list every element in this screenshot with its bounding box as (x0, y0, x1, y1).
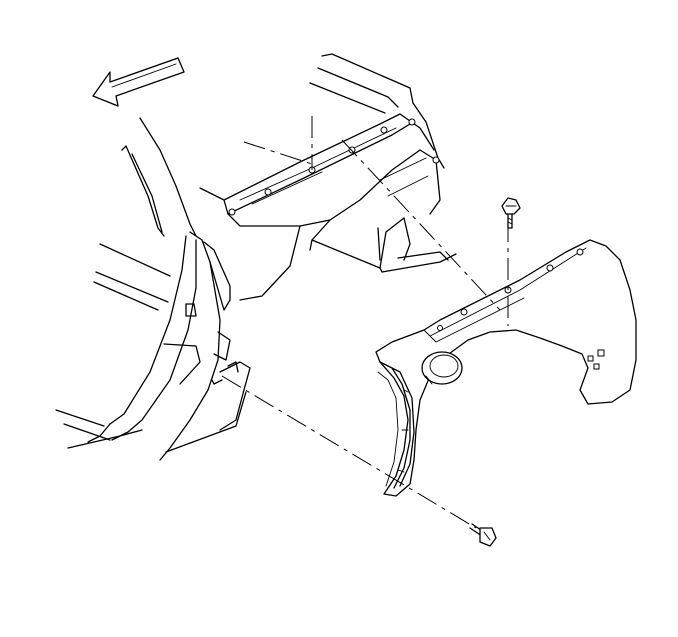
alignment-lines (221, 116, 509, 529)
fuel-filler-opening (421, 351, 463, 385)
rear-quarter-panel (375, 239, 637, 497)
lower-bolt-fastener (469, 523, 497, 547)
upper-bolt-fastener (501, 197, 521, 229)
forward-direction-arrow (92, 57, 185, 107)
inner-body-structure (55, 117, 251, 461)
trunk-floor-pan (199, 53, 457, 301)
quarter-panel-openings (587, 349, 605, 370)
